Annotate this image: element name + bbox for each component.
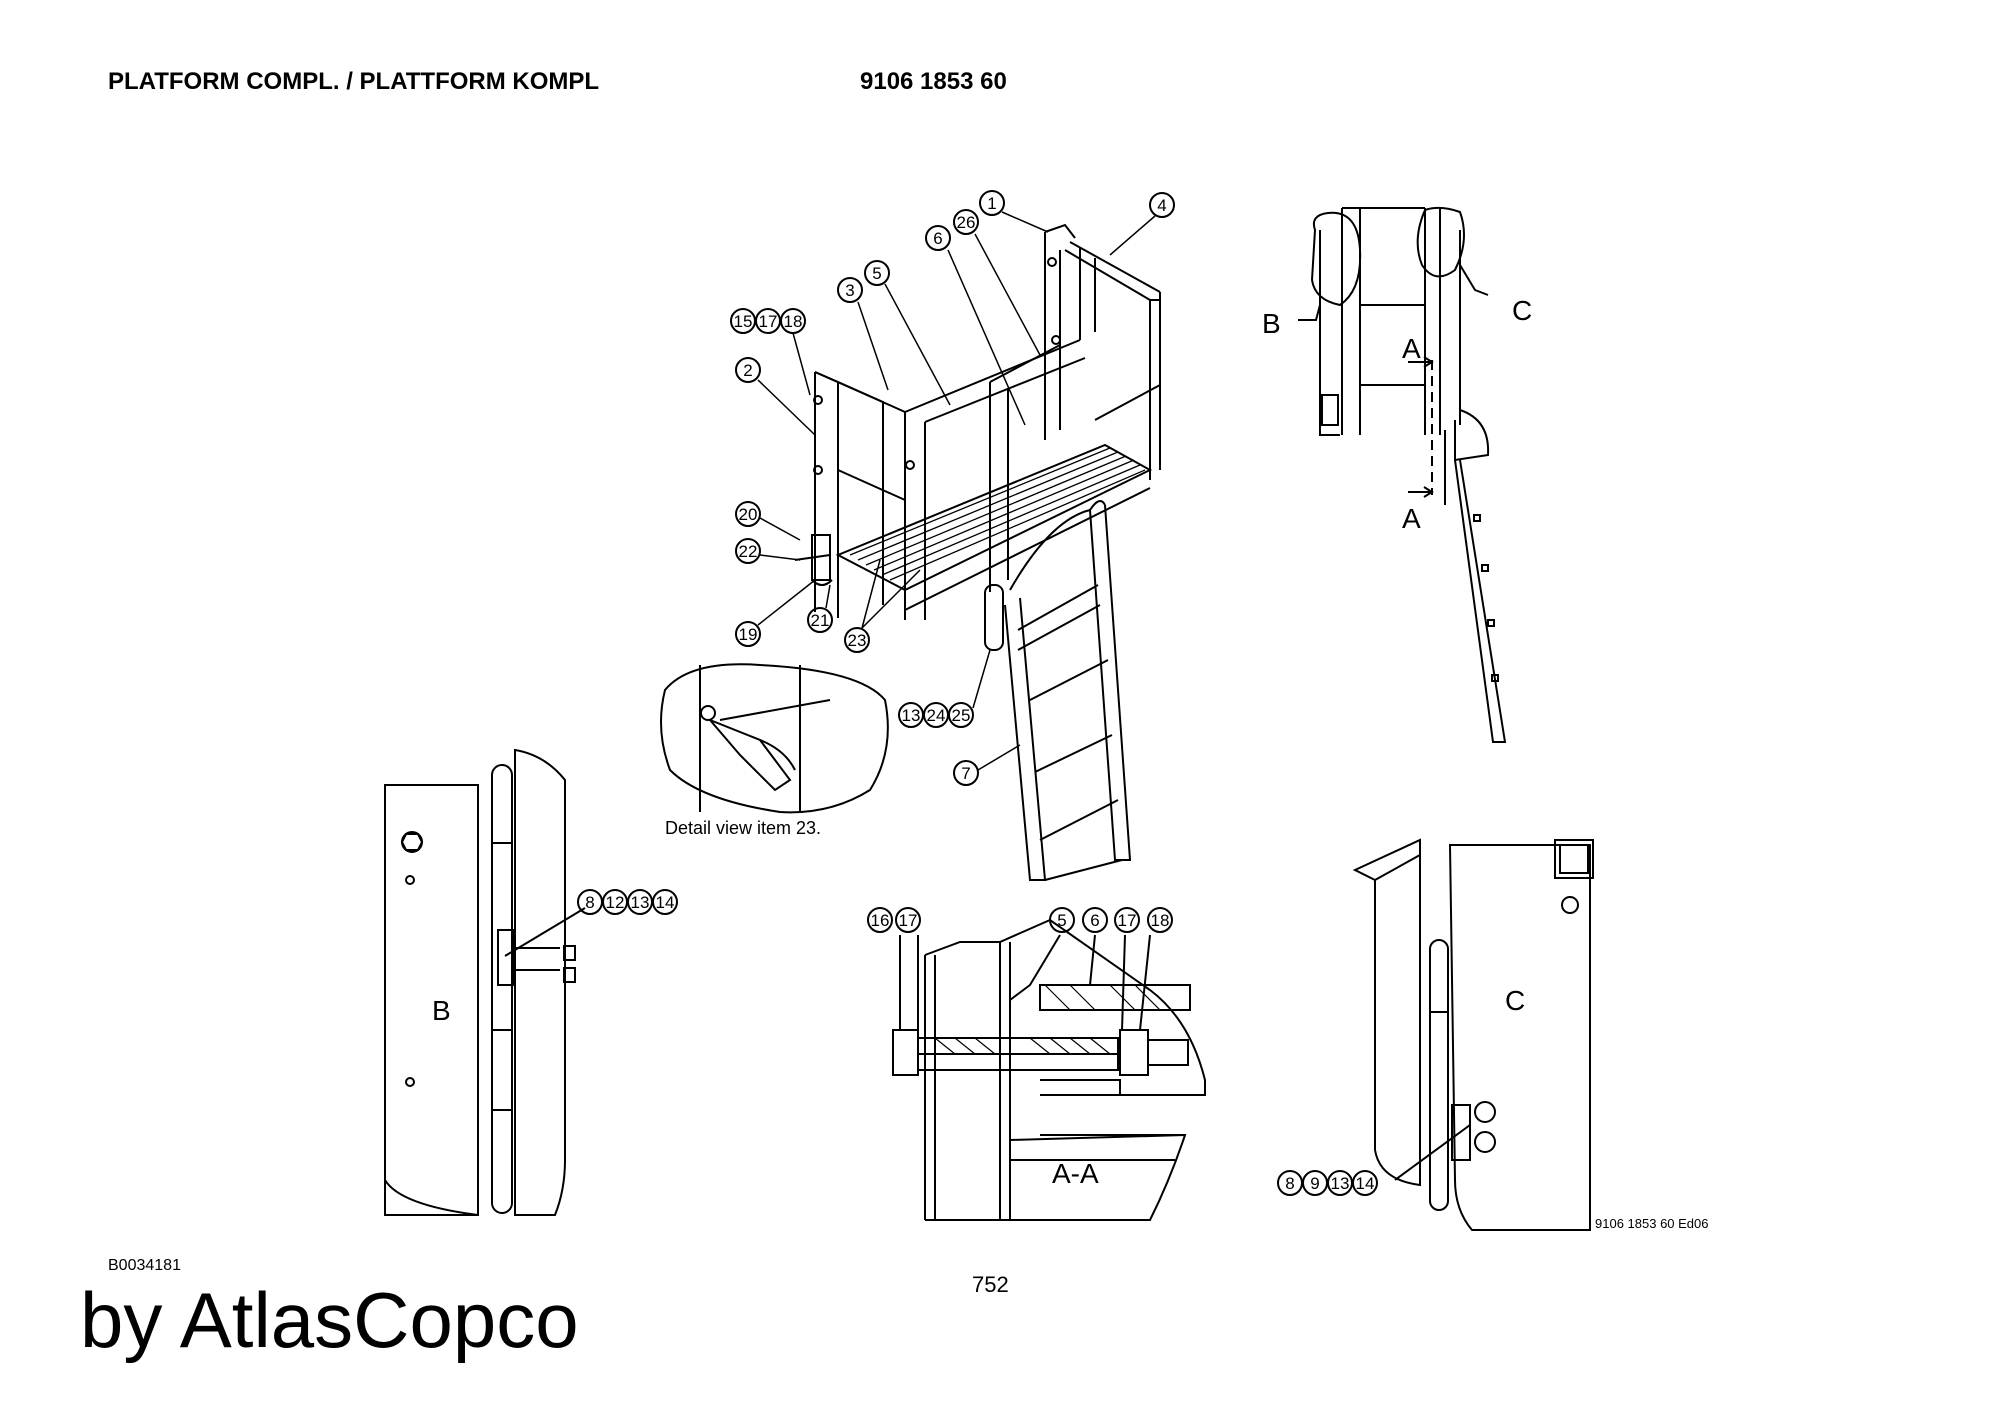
detail-b (384, 748, 586, 1216)
svg-text:6: 6 (933, 229, 942, 248)
detail-caption: Detail view item 23. (665, 818, 821, 838)
callout-3: 3 (837, 277, 863, 303)
platform-assembly (794, 223, 1161, 620)
callout-bubbles: 1 26 4 6 3 5 15 17 18 2 20 22 19 21 23 1… (577, 190, 1378, 1196)
callout-21: 21 (807, 607, 833, 633)
svg-text:13: 13 (1331, 1174, 1350, 1193)
detail-label-b: B (432, 995, 451, 1026)
svg-text:15: 15 (734, 312, 753, 331)
callout-6-s: 6 (1082, 907, 1108, 933)
leader-lines (757, 211, 1156, 771)
callout-22: 22 (735, 538, 761, 564)
section-mark-a-top: A (1402, 333, 1421, 364)
callout-14-b: 14 (652, 889, 678, 915)
svg-text:16: 16 (871, 911, 890, 930)
svg-text:20: 20 (739, 505, 758, 524)
brand-watermark: by AtlasCopco (80, 1276, 579, 1364)
detail-c (1352, 838, 1594, 1231)
svg-text:12: 12 (606, 893, 625, 912)
callout-15: 15 (730, 308, 756, 334)
callout-5-s: 5 (1049, 907, 1075, 933)
callout-1: 1 (979, 190, 1005, 216)
svg-text:21: 21 (811, 611, 830, 630)
section-aa (892, 918, 1206, 1221)
svg-text:22: 22 (739, 542, 758, 561)
callout-6: 6 (925, 225, 951, 251)
svg-text:8: 8 (1285, 1174, 1294, 1193)
callout-18: 18 (780, 308, 806, 334)
svg-text:6: 6 (1090, 911, 1099, 930)
svg-text:26: 26 (957, 213, 976, 232)
callout-13: 13 (898, 702, 924, 728)
svg-text:13: 13 (631, 893, 650, 912)
svg-text:13: 13 (902, 706, 921, 725)
detail-view-23 (660, 663, 889, 814)
svg-text:17: 17 (759, 312, 778, 331)
svg-text:5: 5 (872, 264, 881, 283)
svg-text:19: 19 (739, 625, 758, 644)
callout-8-c: 8 (1277, 1170, 1303, 1196)
callout-24: 24 (923, 702, 949, 728)
svg-text:3: 3 (845, 281, 854, 300)
svg-text:8: 8 (585, 893, 594, 912)
view-label-c: C (1512, 295, 1532, 326)
svg-text:14: 14 (1356, 1174, 1375, 1193)
callout-13-b: 13 (627, 889, 653, 915)
svg-text:24: 24 (927, 706, 946, 725)
view-label-b: B (1262, 308, 1281, 339)
svg-text:7: 7 (961, 764, 970, 783)
page-number: 752 (972, 1272, 1009, 1297)
svg-text:25: 25 (952, 706, 971, 725)
section-mark-a-bottom: A (1402, 503, 1421, 534)
callout-4: 4 (1149, 192, 1175, 218)
callout-2: 2 (735, 357, 761, 383)
callout-17: 17 (755, 308, 781, 334)
ladder (984, 500, 1132, 881)
detail-label-c: C (1505, 985, 1525, 1016)
callout-13-c: 13 (1327, 1170, 1353, 1196)
svg-text:18: 18 (784, 312, 803, 331)
callout-8-b: 8 (577, 889, 603, 915)
callout-12-b: 12 (602, 889, 628, 915)
svg-text:14: 14 (656, 893, 675, 912)
svg-text:9: 9 (1310, 1174, 1319, 1193)
edition-code: 9106 1853 60 Ed06 (1595, 1216, 1709, 1231)
svg-text:2: 2 (743, 361, 752, 380)
svg-text:18: 18 (1151, 911, 1170, 930)
callout-5: 5 (864, 260, 890, 286)
callout-19: 19 (735, 621, 761, 647)
callout-17-s: 17 (895, 907, 921, 933)
callout-16-s: 16 (867, 907, 893, 933)
callout-14-c: 14 (1352, 1170, 1378, 1196)
svg-text:1: 1 (987, 194, 996, 213)
svg-text:17: 17 (899, 911, 918, 930)
callout-18-s: 18 (1147, 907, 1173, 933)
callout-17b-s: 17 (1114, 907, 1140, 933)
callout-7: 7 (953, 760, 979, 786)
part-number: 9106 1853 60 (860, 68, 1007, 95)
svg-text:17: 17 (1118, 911, 1137, 930)
svg-text:4: 4 (1157, 196, 1166, 215)
callout-25: 25 (948, 702, 974, 728)
callout-23: 23 (844, 627, 870, 653)
callout-26: 26 (953, 209, 979, 235)
svg-text:5: 5 (1057, 911, 1066, 930)
side-view (1298, 206, 1507, 743)
svg-text:23: 23 (848, 631, 867, 650)
callout-20: 20 (735, 501, 761, 527)
callout-9-c: 9 (1302, 1170, 1328, 1196)
document-id: B0034181 (108, 1257, 181, 1274)
section-label-aa: A-A (1052, 1158, 1099, 1189)
page-title: PLATFORM COMPL. / PLATTFORM KOMPL (108, 68, 600, 95)
